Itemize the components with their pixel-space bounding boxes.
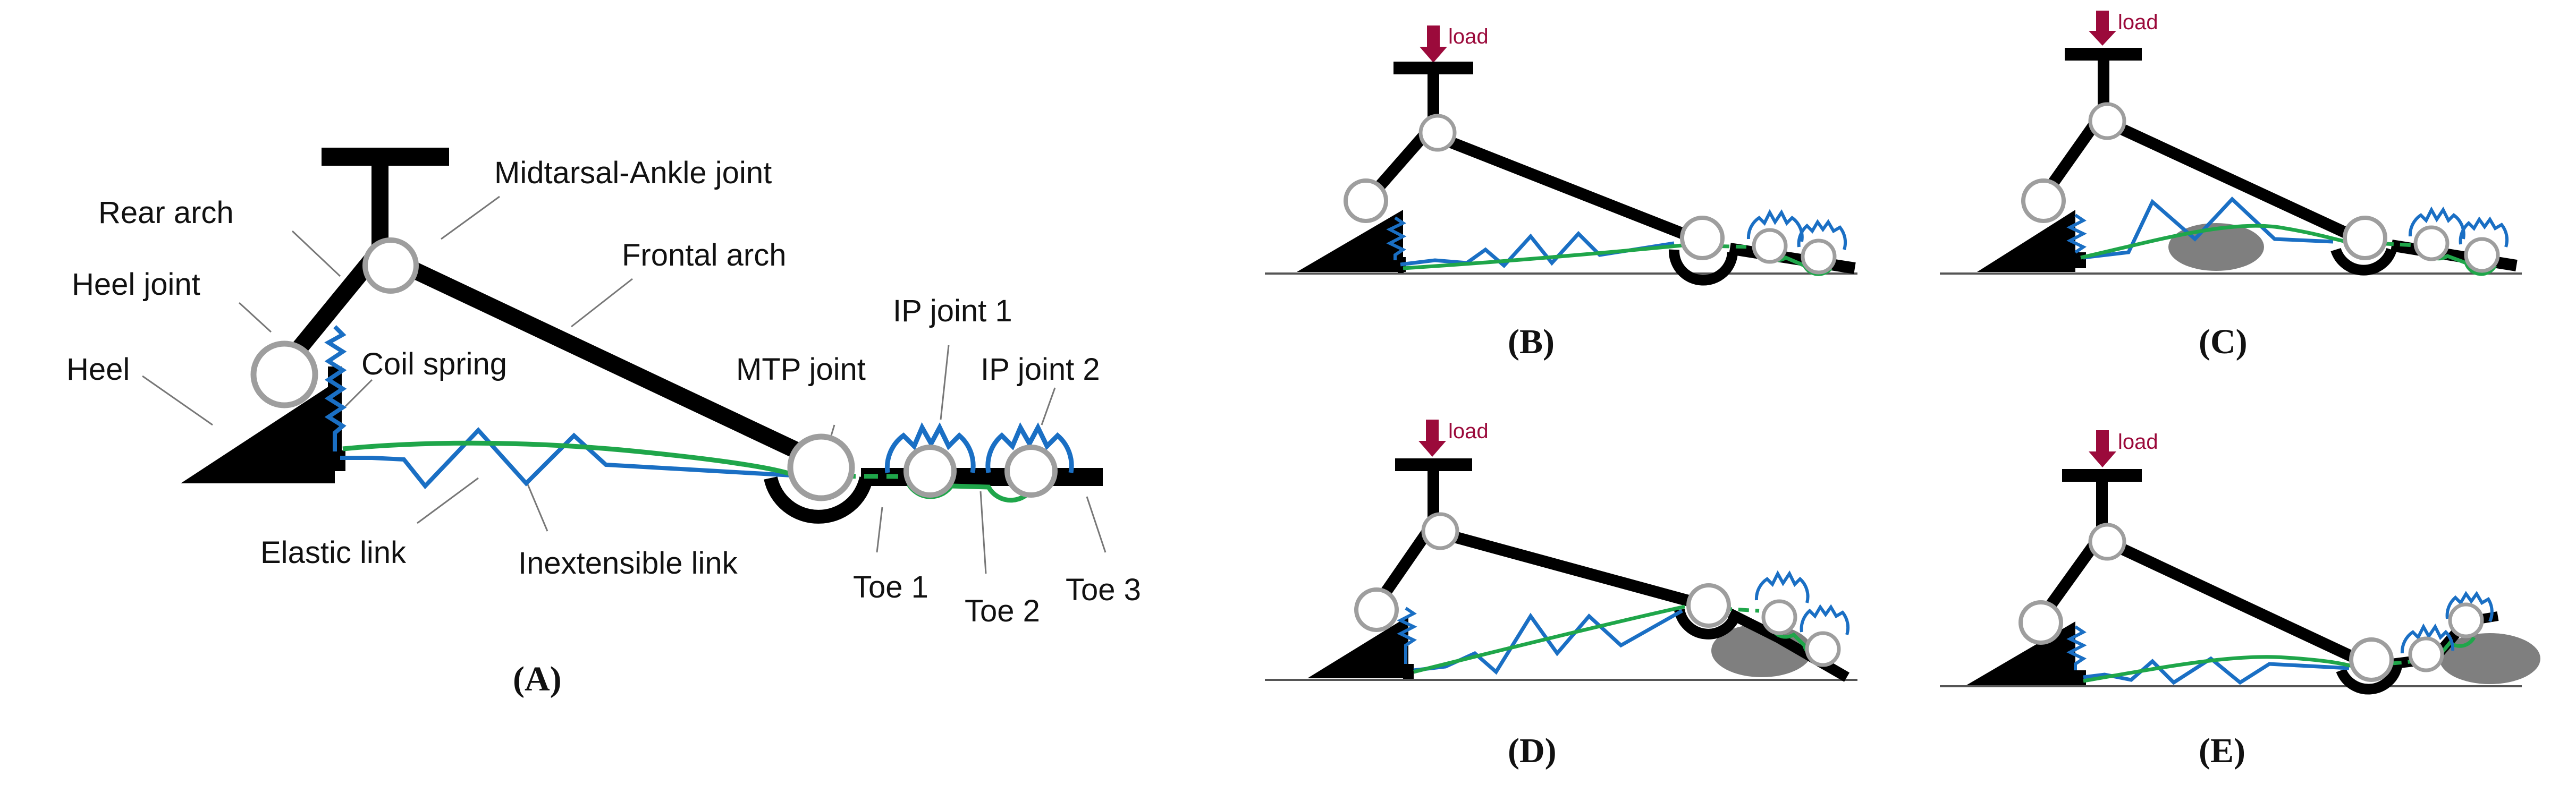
load-arrow: load bbox=[1420, 25, 1489, 63]
panel-b-diagram: load (B) bbox=[1265, 25, 1857, 361]
label-coil-spring: Coil spring bbox=[361, 347, 507, 381]
ip-joint-2-circle bbox=[1004, 445, 1058, 498]
caption-e: (E) bbox=[2199, 731, 2245, 770]
load-label: load bbox=[2118, 430, 2158, 454]
label-heel-joint: Heel joint bbox=[72, 267, 200, 302]
label-ip-joint-2: IP joint 2 bbox=[981, 352, 1100, 387]
label-frontal-arch: Frontal arch bbox=[622, 238, 786, 272]
label-midtarsal-ankle-joint: Midtarsal-Ankle joint bbox=[494, 156, 772, 190]
ip-joint-2-spring bbox=[985, 422, 1074, 473]
inextensible-link bbox=[342, 440, 793, 477]
leader-lines bbox=[142, 195, 1107, 574]
load-label: load bbox=[1448, 420, 1489, 443]
load-label: load bbox=[1448, 25, 1489, 48]
label-rear-arch: Rear arch bbox=[98, 195, 234, 230]
caption-b: (B) bbox=[1508, 322, 1555, 361]
label-heel: Heel bbox=[66, 352, 130, 387]
caption-a: (A) bbox=[513, 660, 562, 698]
panel-c-diagram: load (C) bbox=[1940, 11, 2522, 361]
ip-joint-1-spring bbox=[884, 422, 976, 473]
caption-d: (D) bbox=[1508, 731, 1557, 770]
panel-e-diagram: load (E) bbox=[1940, 430, 2540, 770]
load-arrow: load bbox=[2089, 430, 2158, 467]
label-toe-2: Toe 2 bbox=[965, 594, 1040, 628]
structure bbox=[181, 148, 1103, 524]
label-toe-3: Toe 3 bbox=[1066, 573, 1141, 607]
panel-a-diagram: Midtarsal-Ankle joint Rear arch Frontal … bbox=[66, 148, 1141, 698]
heel-joint-circle bbox=[250, 340, 318, 408]
elastic-link bbox=[340, 427, 792, 490]
load-label: load bbox=[2118, 11, 2158, 34]
label-toe-1: Toe 1 bbox=[853, 570, 928, 604]
label-mtp-joint: MTP joint bbox=[736, 352, 866, 387]
load-arrow: load bbox=[2089, 11, 2158, 46]
panel-d-diagram: load (D) bbox=[1265, 420, 1857, 770]
caption-c: (C) bbox=[2199, 322, 2248, 361]
load-arrow: load bbox=[1418, 420, 1489, 457]
label-inextensible-link: Inextensible link bbox=[518, 546, 738, 581]
midtarsal-ankle-joint-circle bbox=[362, 237, 419, 294]
label-elastic-link: Elastic link bbox=[260, 535, 407, 570]
ip-joint-1-circle bbox=[903, 445, 957, 498]
coil-spring bbox=[324, 325, 347, 451]
label-ip-joint-1: IP joint 1 bbox=[893, 294, 1012, 328]
joints bbox=[250, 237, 1058, 501]
mtp-joint-circle bbox=[787, 433, 855, 501]
